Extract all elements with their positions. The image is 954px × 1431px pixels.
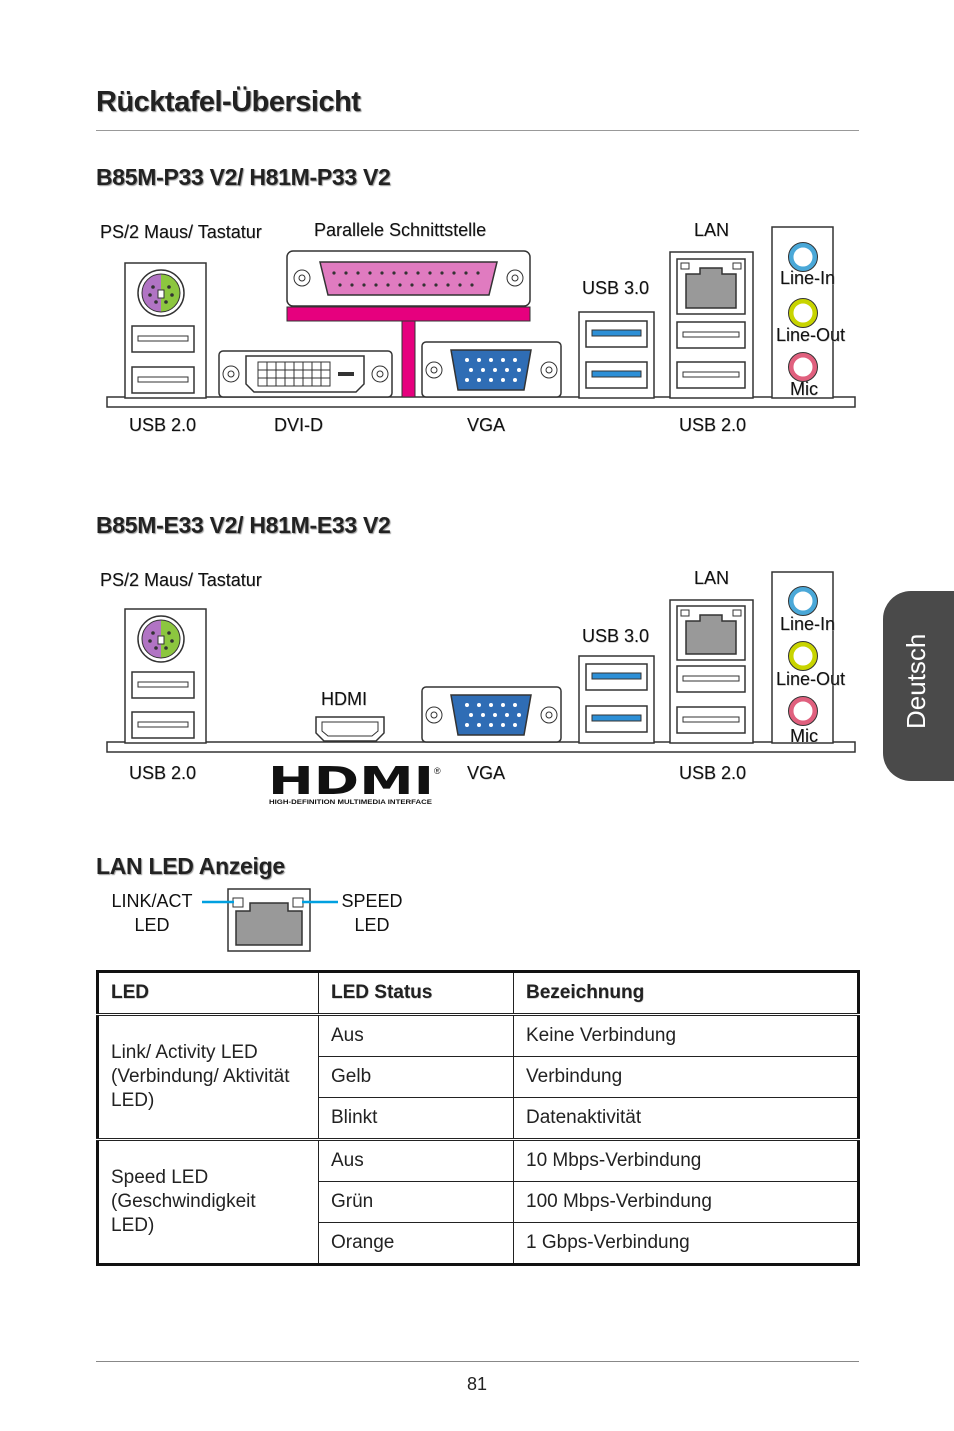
lan-socket (235, 902, 303, 946)
link-activity-led-cell: Link/ Activity LED (Verbindung/ Aktivitä… (97, 1013, 319, 1140)
table-row: Link/ Activity LED (Verbindung/ Aktivitä… (97, 1013, 859, 1140)
language-side-tab: Deutsch (883, 591, 954, 781)
table-header-row: LED LED Status Bezeichnung (97, 971, 859, 1015)
panel2-hdmi-label: HDMI (321, 689, 367, 709)
table-row: Grün 100 Mbps-Verbindung (98, 1181, 859, 1223)
status-cell: Gelb (318, 1056, 514, 1098)
table-header-led: LED (97, 971, 319, 1015)
table-row: Blinkt Datenaktivität (98, 1097, 859, 1140)
table-row: Orange 1 Gbps-Verbindung (98, 1222, 859, 1265)
panel1-usb30-label: USB 3.0 (582, 278, 650, 298)
description-cell: 10 Mbps-Verbindung (513, 1138, 859, 1182)
panel2-usb20-right-label: USB 2.0 (679, 763, 747, 783)
link-act-led (232, 897, 244, 908)
panel1-vga-label: VGA (467, 415, 506, 435)
speed-led (292, 897, 304, 908)
panel2-line-out-label: Line-Out (776, 669, 846, 689)
panel2-usb30-label: USB 3.0 (582, 626, 650, 646)
panel2-mic-label: Mic (790, 726, 818, 746)
side-tab-label: Deutsch (901, 633, 931, 729)
description-cell: Datenaktivität (513, 1097, 859, 1140)
title-divider (96, 130, 859, 131)
description-cell: 1 Gbps-Verbindung (513, 1222, 859, 1265)
panel1-usb20-left-label: USB 2.0 (129, 415, 197, 435)
panel1-heading: B85M-P33 V2/ H81M-P33 V2 (96, 164, 391, 190)
panel2-usb20-left-label: USB 2.0 (129, 763, 197, 783)
panel2-vga-label: VGA (467, 763, 506, 783)
panel1-line-out-jack (788, 298, 818, 328)
panel2-line-out-jack (788, 641, 818, 671)
status-cell: Grün (318, 1181, 514, 1223)
status-cell: Aus (318, 1138, 514, 1182)
description-cell: 100 Mbps-Verbindung (513, 1181, 859, 1223)
lan-led-heading: LAN LED Anzeige (96, 853, 285, 879)
status-cell: Blinkt (318, 1097, 514, 1140)
footer-divider (96, 1361, 859, 1362)
panel1-usb20-right-label: USB 2.0 (679, 415, 747, 435)
panel2-ps2-label: PS/2 Maus/ Tastatur (100, 570, 262, 590)
led-status-table: LED LED Status Bezeichnung Link/ Activit… (96, 970, 860, 1266)
link-act-led-label: LINK/ACT LED (111, 891, 193, 935)
hdmi-logo: HDMI ® HIGH-DEFINITION MULTIMEDIA INTERF… (268, 762, 441, 806)
description-cell: Verbindung (513, 1056, 859, 1098)
panel1-ps2-label: PS/2 Maus/ Tastatur (100, 222, 262, 242)
panel1-mic-jack (788, 352, 818, 382)
hdmi-logo-wordmark: HDMI (268, 762, 434, 803)
status-cell: Orange (318, 1222, 514, 1265)
panel1-dvid-label: DVI-D (274, 415, 323, 435)
panel1-mic-label: Mic (790, 379, 818, 399)
page-title: Rücktafel-Übersicht (96, 86, 361, 118)
description-cell: Keine Verbindung (513, 1013, 859, 1057)
panel2-line-in-jack (788, 586, 818, 616)
table-header-description: Bezeichnung (513, 971, 859, 1015)
hdmi-logo-registered: ® (434, 766, 441, 776)
speed-led-label: SPEED LED (341, 891, 403, 935)
panel1-io-diagram (106, 226, 856, 408)
panel2-lan-label: LAN (694, 568, 730, 588)
panel1-line-in-jack (788, 242, 818, 272)
panel1-parallel-bar (286, 306, 531, 322)
table-row: Gelb Verbindung (98, 1056, 859, 1098)
panel2-io-diagram (106, 571, 856, 753)
page-number: 81 (466, 1374, 488, 1394)
panel1-line-out-label: Line-Out (776, 325, 846, 345)
hdmi-logo-tagline: HIGH-DEFINITION MULTIMEDIA INTERFACE (269, 799, 433, 806)
speed-led-cell: Speed LED (Geschwindigkeit LED) (97, 1138, 319, 1265)
lan-led-diagram (202, 888, 338, 952)
panel2-heading: B85M-E33 V2/ H81M-E33 V2 (96, 512, 391, 538)
panel1-line-in-label: Line-In (780, 268, 836, 288)
table-row: Speed LED (Geschwindigkeit LED) Aus 10 M… (97, 1138, 859, 1265)
panel2-mic-jack (788, 696, 818, 726)
panel2-line-in-label: Line-In (780, 614, 836, 634)
panel1-parallel-label: Parallele Schnittstelle (314, 220, 487, 240)
status-cell: Aus (318, 1013, 514, 1057)
panel1-lan-label: LAN (694, 220, 730, 240)
table-header-status: LED Status (318, 971, 514, 1015)
